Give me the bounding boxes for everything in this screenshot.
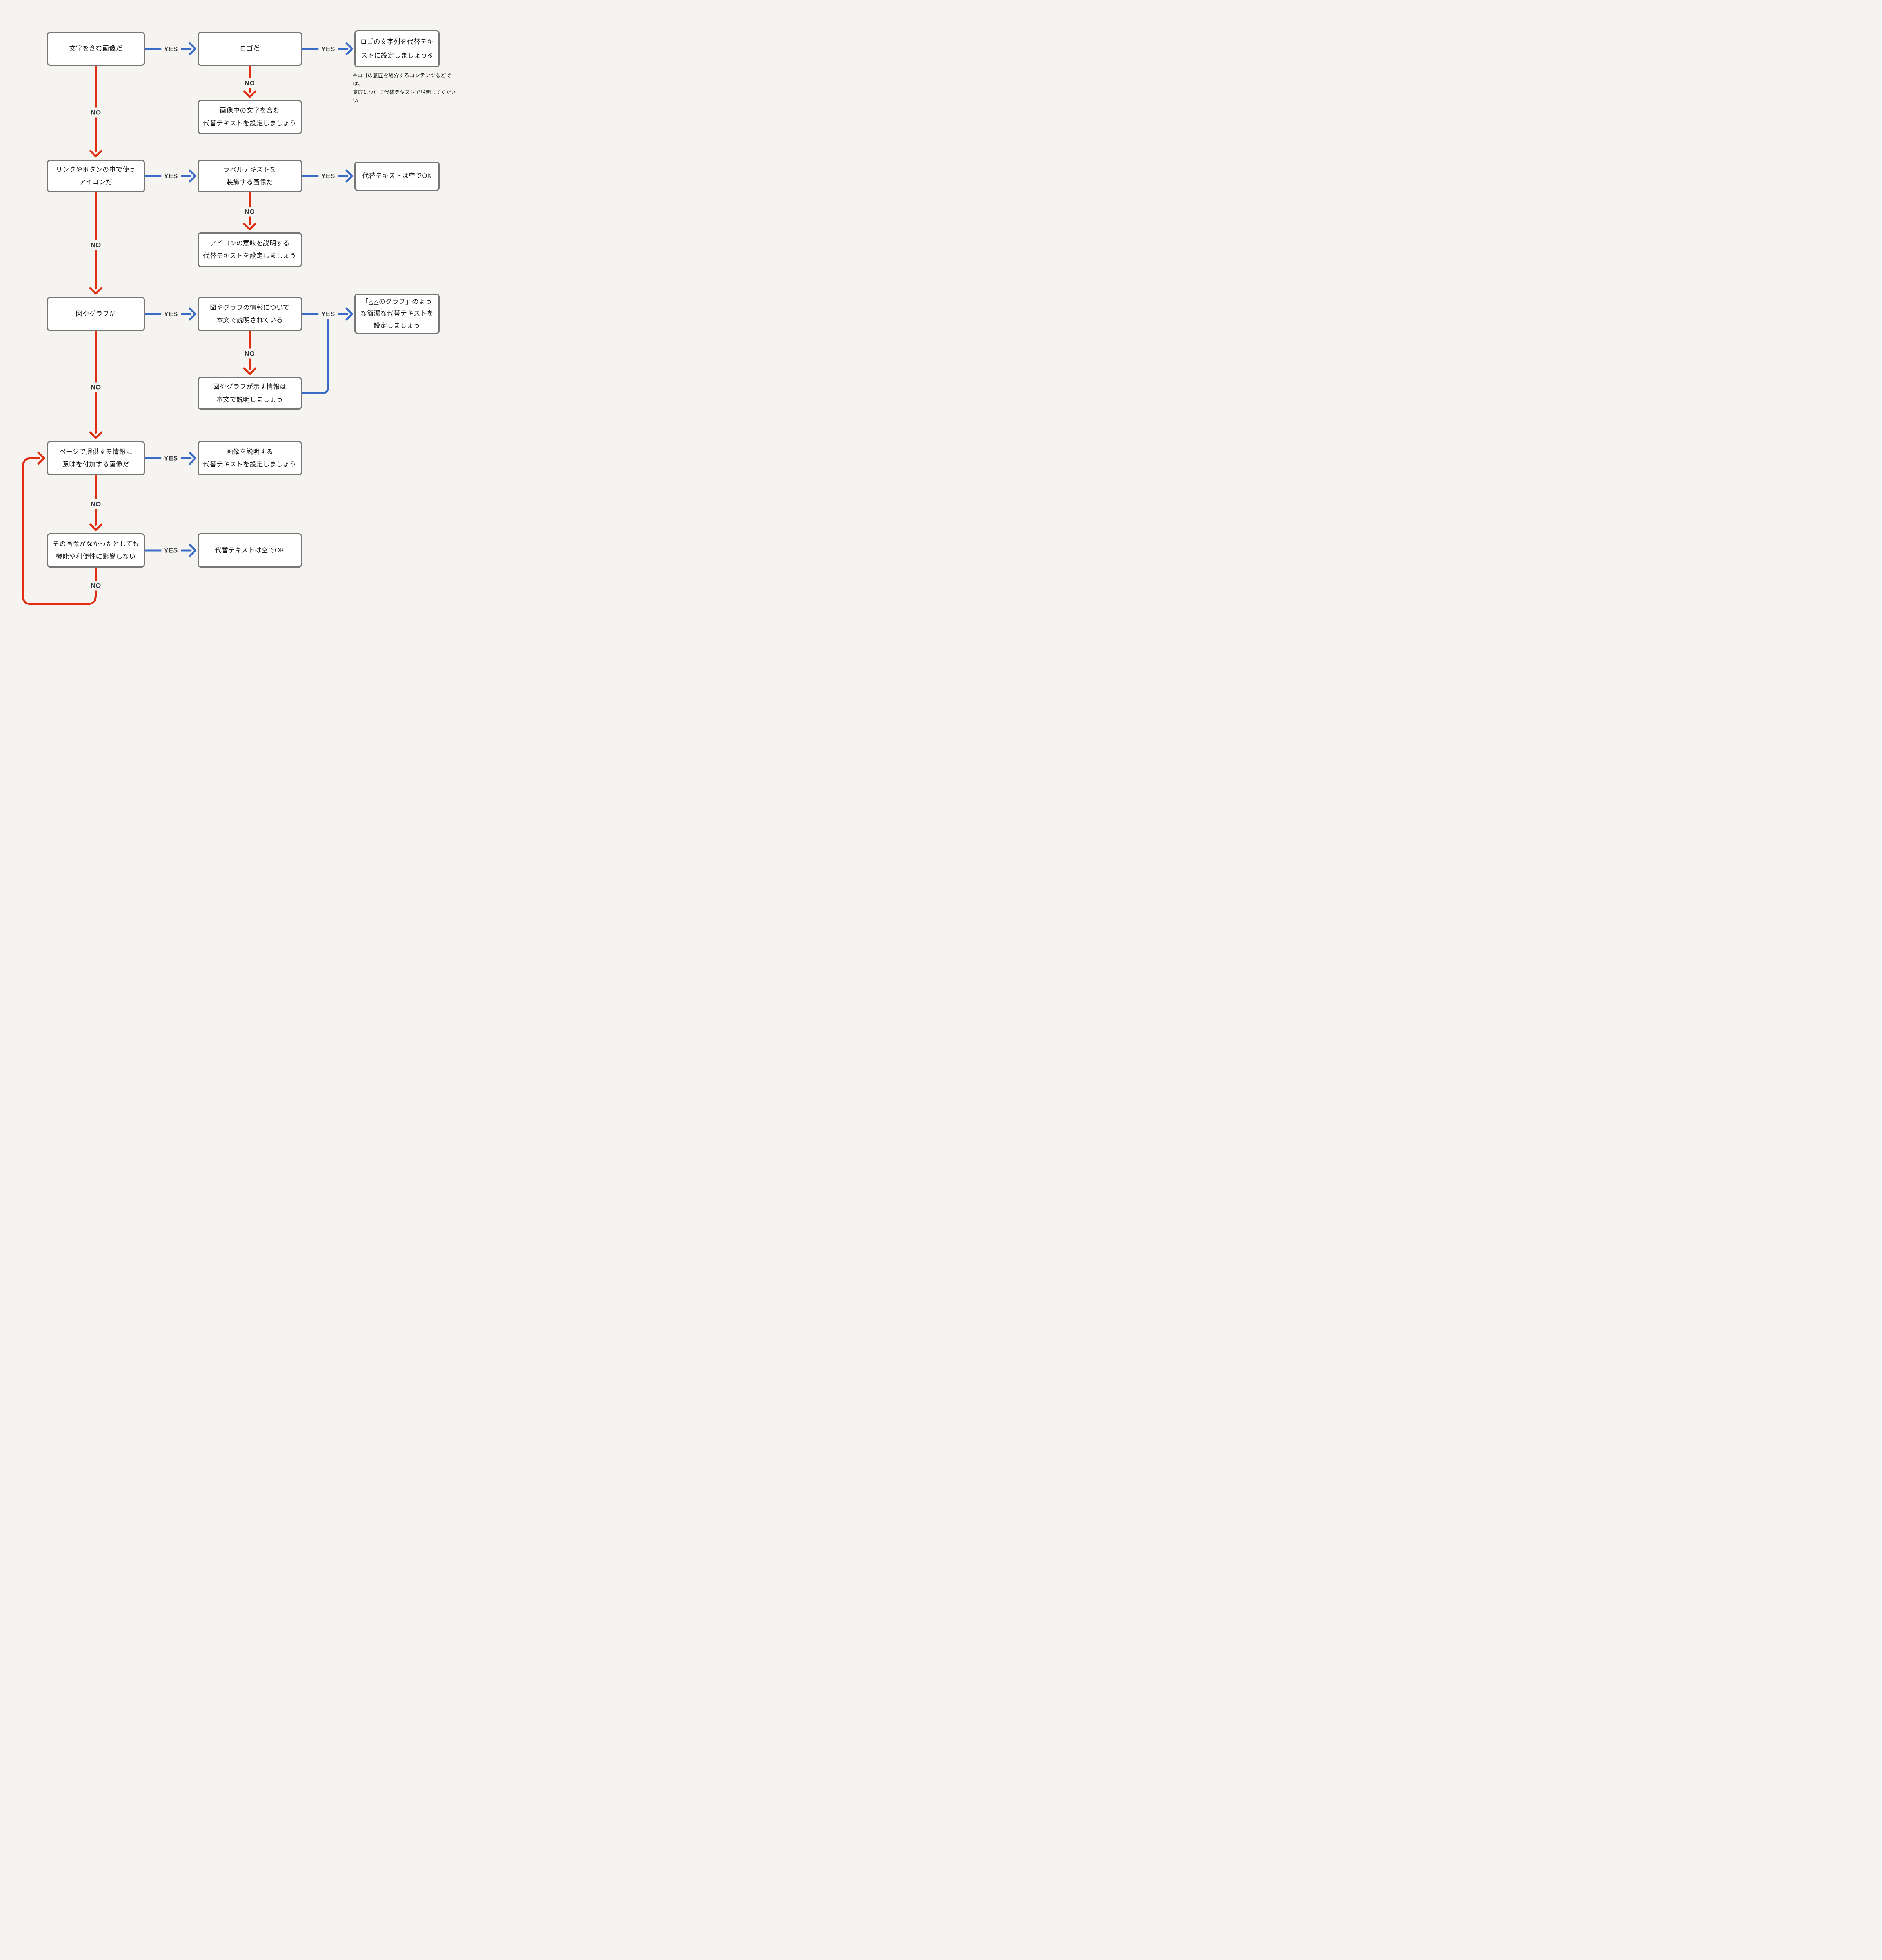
edge-yes-arrowhead-5 [189, 307, 196, 321]
edge-yes-arrowhead-7 [189, 452, 196, 465]
edge-no-arrowhead-2 [243, 90, 256, 98]
edge-no-arrowhead-3 [89, 287, 102, 295]
node-set-concise-graph-alt: 「△△のグラフ」のよう な簡潔な代替テキストを 設定しましょう [354, 294, 440, 334]
edge-yes-arrowhead-1 [189, 42, 196, 55]
node-explained-in-body: 図やグラフの情報について 本文で説明されている [198, 297, 302, 331]
edge-yes-arrowhead-6 [345, 307, 353, 321]
no-label-2: NO [242, 78, 258, 88]
edge-join-explain-in-body-to-concise-alt [301, 315, 329, 394]
yes-label-7: YES [161, 453, 181, 463]
edge-yes-arrowhead-8 [189, 544, 196, 557]
node-adds-meaning-to-page: ページで提供する情報に 意味を付加する画像だ [47, 441, 145, 475]
node-is-figure-or-graph: 図やグラフだ [47, 297, 145, 331]
edge-no-arrowhead-1 [89, 150, 102, 158]
yes-label-1: YES [161, 44, 181, 54]
node-contains-text: 文字を含む画像だ [47, 32, 145, 66]
node-set-text-in-image-alt: 画像中の文字を含む 代替テキストを設定しましょう [198, 100, 302, 134]
node-set-icon-meaning-alt: アイコンの意味を説明する 代替テキストを設定しましょう [198, 232, 302, 267]
no-label-3: NO [88, 240, 104, 250]
node-is-logo: ロゴだ [198, 32, 302, 66]
no-label-5: NO [88, 382, 104, 392]
node-empty-alt-ok-final: 代替テキストは空でOK [198, 533, 302, 568]
yes-label-3: YES [161, 171, 181, 181]
yes-label-4: YES [318, 171, 338, 181]
node-empty-alt-ok-icon: 代替テキストは空でOK [354, 162, 440, 191]
footnote-text: ※ロゴの意匠を紹介するコンテンツなどでは、 意匠について代替テキストで説明してく… [353, 73, 457, 104]
no-label-6: NO [242, 348, 258, 359]
no-label-7: NO [88, 499, 104, 509]
yes-label-5: YES [161, 309, 181, 319]
yes-label-2: YES [318, 44, 338, 54]
edge-no-arrowhead-8 [37, 452, 45, 465]
node-set-logo-text-alt: ロゴの文字列を代替テキ ストに設定しましょう※ [354, 30, 440, 67]
node-icon-in-link-or-button: リンクやボタンの中で使う アイコンだ [47, 160, 145, 192]
edge-no-loop-back [22, 457, 97, 605]
edge-no-arrowhead-6 [243, 367, 256, 375]
node-decorates-label-text: ラベルテキストを 装飾する画像だ [198, 160, 302, 192]
no-label-1: NO [88, 107, 104, 118]
edge-yes-arrowhead-4 [345, 169, 353, 183]
edge-no-arrowhead-5 [89, 431, 102, 439]
edge-no-arrowhead-4 [243, 223, 256, 230]
edge-yes-arrowhead-2 [345, 42, 353, 55]
node-set-image-description-alt: 画像を説明する 代替テキストを設定しましょう [198, 441, 302, 475]
edge-no-arrowhead-7 [89, 523, 102, 531]
yes-label-6: YES [318, 309, 338, 319]
no-label-4: NO [242, 207, 258, 217]
flowchart-canvas: 文字を含む画像だ ロゴだ ロゴの文字列を代替テキ ストに設定しましょう※ ※ロゴ… [0, 0, 470, 652]
yes-label-8: YES [161, 545, 181, 555]
node-explain-graph-in-body: 図やグラフが示す情報は 本文で説明しましょう [198, 377, 302, 410]
node-no-impact-if-missing: その画像がなかったとしても 機能や利便性に影響しない [47, 533, 145, 568]
no-label-8: NO [88, 581, 104, 591]
edge-yes-arrowhead-3 [189, 169, 196, 183]
